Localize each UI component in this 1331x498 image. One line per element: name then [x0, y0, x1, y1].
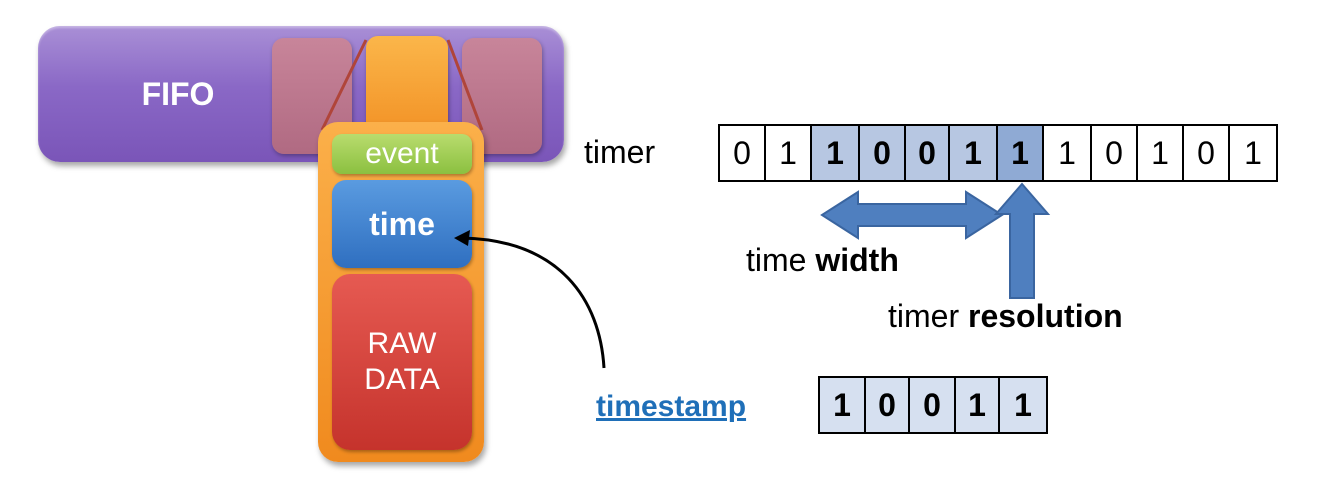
timer-bit: 1 [998, 126, 1044, 180]
timer-bit: 0 [720, 126, 766, 180]
timer-label: timer [584, 134, 656, 170]
timer-resolution-arrow [993, 182, 1051, 299]
time-width-arrow [820, 190, 1004, 240]
connector-right [446, 39, 484, 131]
timestamp-bit: 1 [820, 378, 866, 432]
timestamp-to-time-arrow [461, 236, 606, 369]
timer-bit: 1 [1138, 126, 1184, 180]
fifo-label: FIFO [141, 76, 215, 112]
timer-bit: 0 [1092, 126, 1138, 180]
timestamp-bit: 1 [1000, 378, 1046, 432]
timer-resolution-prefix: timer [888, 298, 960, 334]
timer-bit: 1 [1044, 126, 1092, 180]
timestamp-bit: 0 [866, 378, 910, 432]
timer-bit: 0 [860, 126, 906, 180]
raw-label-line1: RAW [367, 327, 437, 360]
timer-bit: 1 [812, 126, 860, 180]
timer-bit: 1 [1244, 135, 1262, 171]
timestamp-bit: 0 [910, 378, 956, 432]
connector-left [320, 39, 368, 131]
timestamp-arrow-head [454, 230, 470, 246]
timer-resolution-bold: resolution [968, 298, 1123, 334]
time-width-bold: width [815, 242, 899, 278]
timer-bit: 0 [906, 126, 950, 180]
timer-resolution-label: timer resolution [888, 298, 1123, 335]
timer-bit: 0 [1184, 126, 1230, 180]
timestamp-bit: 1 [956, 378, 1000, 432]
raw-data-field: RAW DATA [332, 274, 472, 450]
timer-bit: 1 [950, 126, 998, 180]
event-field: event [332, 134, 472, 174]
timer-bit: 1 [766, 126, 812, 180]
raw-label-line2: DATA [364, 363, 440, 396]
time-width-prefix: time [746, 242, 807, 278]
time-field: time [332, 180, 472, 268]
time-width-label: time width [746, 242, 899, 279]
timestamp-link[interactable]: timestamp [596, 390, 747, 423]
